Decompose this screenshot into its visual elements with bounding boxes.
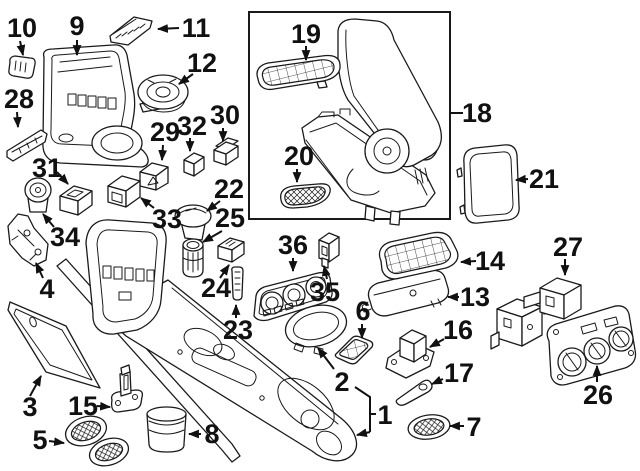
- part-mat-6: [334, 335, 374, 365]
- callout-label-10: 10: [7, 13, 37, 43]
- callout-label-35: 35: [310, 277, 340, 307]
- part-bracket-16: [385, 329, 435, 379]
- callout-arrow-31: [56, 171, 69, 185]
- callout-arrow-15: [96, 401, 112, 411]
- callout-arrow-28: [12, 111, 22, 129]
- callout-label-31: 31: [32, 153, 62, 183]
- callout-label-19: 19: [291, 19, 321, 49]
- part-switch-33: [107, 175, 141, 208]
- part-power-socket: [182, 238, 204, 278]
- callout-labels: 1 2 3 4 5 6 7 8 9 10 11 12 13 14 15 16 1…: [4, 11, 613, 455]
- part-clip-30: [213, 137, 239, 166]
- callout-label-13: 13: [460, 282, 490, 312]
- part-cup-mats: [64, 415, 130, 467]
- callout-arrow-22: [206, 200, 221, 212]
- callout-label-24: 24: [201, 273, 231, 303]
- part-mount-bracket-27: [490, 277, 582, 350]
- part-clip-10: [8, 55, 36, 79]
- callout-label-29: 29: [150, 117, 180, 147]
- part-round-bezel: [137, 74, 189, 113]
- callout-label-34: 34: [50, 222, 80, 252]
- callout-label-15: 15: [68, 391, 98, 421]
- callout-label-4: 4: [39, 274, 54, 304]
- callout-arrow-4: [35, 262, 45, 279]
- part-tray-mat: [378, 231, 459, 280]
- part-side-panel: [7, 301, 101, 389]
- part-armrest-mat-19: [256, 54, 341, 91]
- part-slider: [231, 266, 244, 301]
- part-front-trim: [42, 44, 166, 168]
- part-switch-35: [318, 232, 340, 269]
- callout-label-21: 21: [529, 164, 559, 194]
- callout-label-6: 6: [355, 296, 370, 326]
- callout-arrow-24: [219, 264, 230, 279]
- callout-arrow-11: [156, 24, 180, 33]
- callout-arrow-12: [178, 73, 194, 85]
- callout-label-33: 33: [152, 204, 182, 234]
- part-switch-strip: [6, 129, 48, 162]
- callout-arrow-14: [459, 256, 477, 266]
- part-knob-retainer: [24, 177, 52, 213]
- part-switch-31: [59, 185, 93, 216]
- callout-label-17: 17: [444, 358, 474, 388]
- callout-label-30: 30: [210, 100, 240, 130]
- callout-label-36: 36: [278, 230, 308, 260]
- callout-label-32: 32: [177, 111, 207, 141]
- callout-label-12: 12: [187, 48, 217, 78]
- callout-label-27: 27: [553, 232, 583, 262]
- part-hazard-switch: [139, 162, 169, 191]
- callout-arrow-25: [202, 230, 223, 243]
- part-climate-control: [546, 305, 637, 386]
- callout-arrow-33: [140, 197, 155, 209]
- callout-arrow-16: [429, 338, 445, 348]
- callout-label-14: 14: [475, 246, 505, 276]
- part-end-panel: [456, 144, 520, 224]
- callout-arrow-29: [158, 144, 168, 162]
- part-mat-7: [407, 414, 451, 440]
- part-console-body: [56, 219, 358, 463]
- callout-label-1: 1: [377, 400, 392, 430]
- part-strap: [395, 379, 433, 406]
- part-armrest-assembly: [301, 18, 443, 226]
- part-heater-control-panel: [253, 271, 333, 322]
- callout-arrow-21: [514, 174, 529, 184]
- callout-label-26: 26: [583, 380, 613, 410]
- part-bracket-4: [7, 213, 49, 267]
- callout-arrow-5: [48, 437, 66, 447]
- part-bracket-15: [110, 364, 144, 413]
- callout-label-23: 23: [223, 315, 253, 345]
- callout-label-3: 3: [22, 392, 37, 422]
- part-vent-grille: [109, 16, 153, 46]
- callout-label-9: 9: [69, 11, 84, 41]
- part-armrest-mat-20: [279, 183, 331, 209]
- callout-arrow-1-head: [355, 428, 371, 438]
- callout-arrow-10: [16, 40, 26, 57]
- callout-label-28: 28: [4, 84, 34, 114]
- part-tray-lid: [361, 269, 450, 317]
- part-clip-32: [183, 152, 205, 177]
- callout-arrow-2: [317, 347, 335, 370]
- part-switch-24: [217, 237, 245, 263]
- inset-box: [248, 11, 451, 220]
- callout-label-5: 5: [32, 425, 47, 455]
- callout-label-2: 2: [334, 367, 349, 397]
- callout-label-22: 22: [214, 174, 244, 204]
- callout-label-7: 7: [466, 412, 481, 442]
- callout-arrow-3: [29, 375, 42, 397]
- callout-arrows: [12, 24, 602, 447]
- callout-label-25: 25: [215, 203, 245, 233]
- part-shifter-boot: [146, 406, 187, 453]
- callout-arrow-17: [430, 375, 444, 385]
- callout-arrow-35: [321, 264, 331, 280]
- callout-label-11: 11: [182, 13, 211, 43]
- callout-label-20: 20: [284, 141, 314, 171]
- callout-arrow-1: [354, 386, 371, 432]
- callout-label-18: 18: [462, 98, 492, 128]
- callout-arrow-34: [42, 213, 55, 228]
- callout-label-16: 16: [443, 315, 473, 345]
- callout-label-8: 8: [204, 419, 219, 449]
